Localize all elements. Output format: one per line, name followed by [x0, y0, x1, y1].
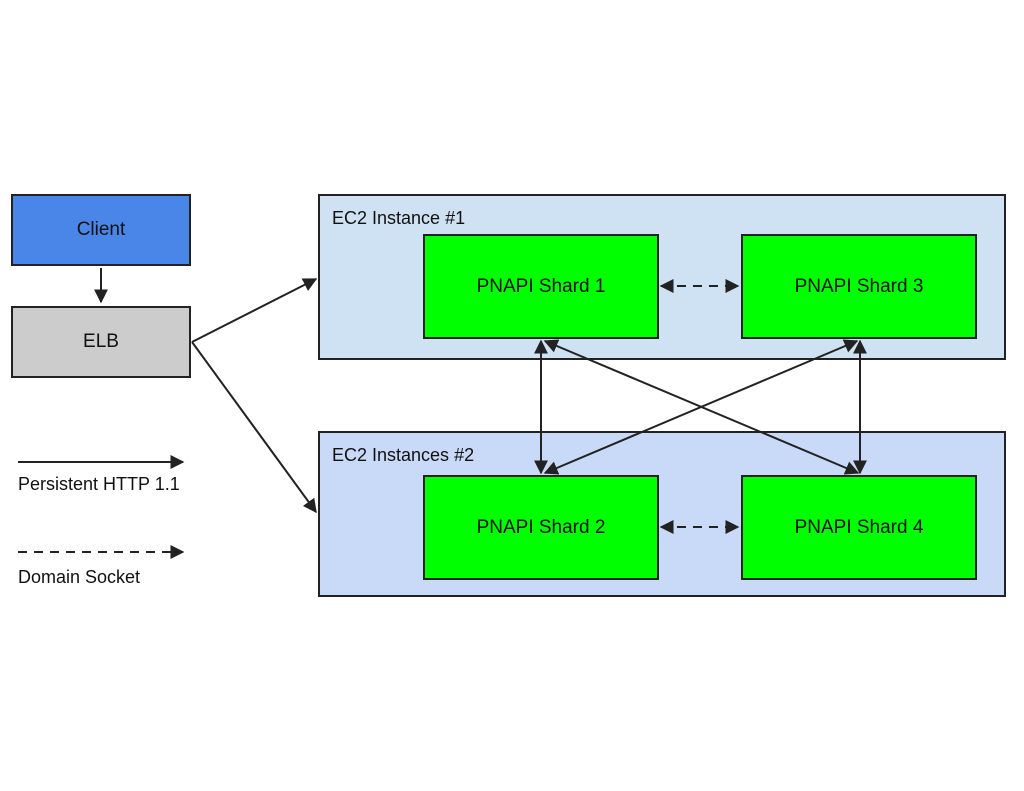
elb-node: ELB — [11, 306, 191, 378]
shard-2-label: PNAPI Shard 2 — [476, 516, 606, 538]
shard-1-label: PNAPI Shard 1 — [476, 275, 606, 297]
client-label: Client — [76, 219, 126, 240]
shard-4-label: PNAPI Shard 4 — [794, 516, 924, 538]
legend-solid-label: Persistent HTTP 1.1 — [18, 474, 180, 494]
shard-1-node: PNAPI Shard 1 — [423, 234, 659, 339]
shard-4-node: PNAPI Shard 4 — [741, 475, 977, 580]
client-node: Client — [11, 194, 191, 266]
ec2-instance-1-title: EC2 Instance #1 — [332, 208, 466, 228]
legend-dashed-label: Domain Socket — [18, 567, 141, 587]
edge-elb-ec2-2 — [191, 341, 317, 514]
shard-3-node: PNAPI Shard 3 — [741, 234, 977, 339]
shard-2-node: PNAPI Shard 2 — [423, 475, 659, 580]
elb-label: ELB — [83, 331, 119, 352]
ec2-instance-2-title: EC2 Instances #2 — [332, 445, 475, 465]
edge-elb-ec2-1 — [191, 278, 318, 343]
shard-3-label: PNAPI Shard 3 — [794, 275, 924, 297]
